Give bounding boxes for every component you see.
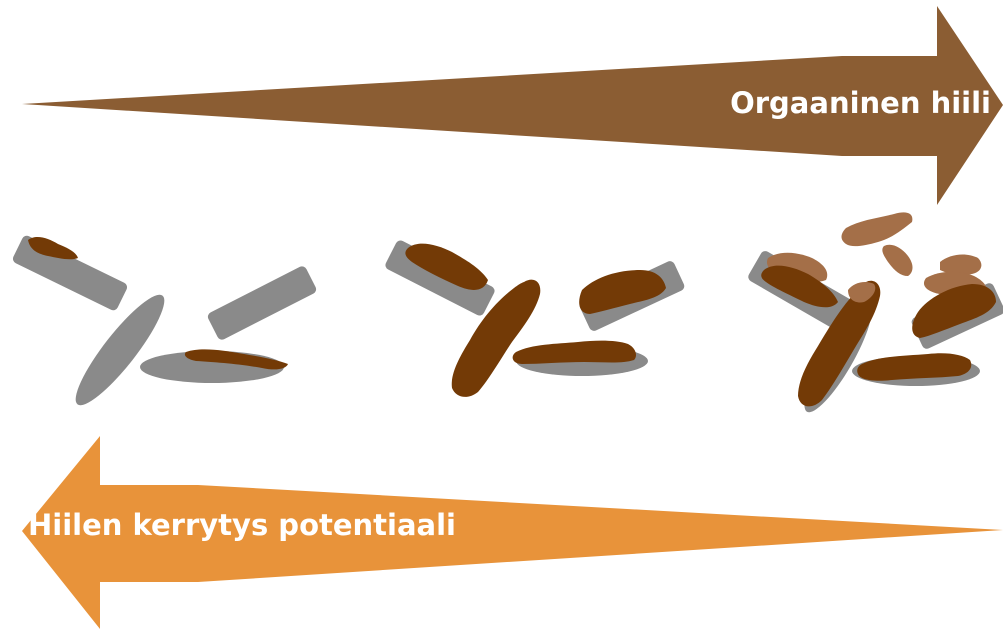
organic-particle bbox=[513, 341, 636, 364]
light-organic-particle bbox=[882, 245, 912, 276]
mineral-particle bbox=[11, 234, 128, 312]
organic-carbon-label: Orgaaninen hiili bbox=[730, 86, 991, 120]
light-organic-particle bbox=[940, 255, 981, 275]
stage-3-particles bbox=[746, 212, 1003, 419]
mineral-particle bbox=[65, 286, 175, 414]
carbon-storage-potential-label: Hiilen kerrytys potentiaali bbox=[28, 508, 456, 542]
mineral-particle bbox=[206, 265, 318, 342]
light-organic-particle bbox=[842, 212, 913, 246]
stage-1-particles bbox=[11, 234, 318, 414]
stage-2-particles bbox=[384, 239, 686, 401]
